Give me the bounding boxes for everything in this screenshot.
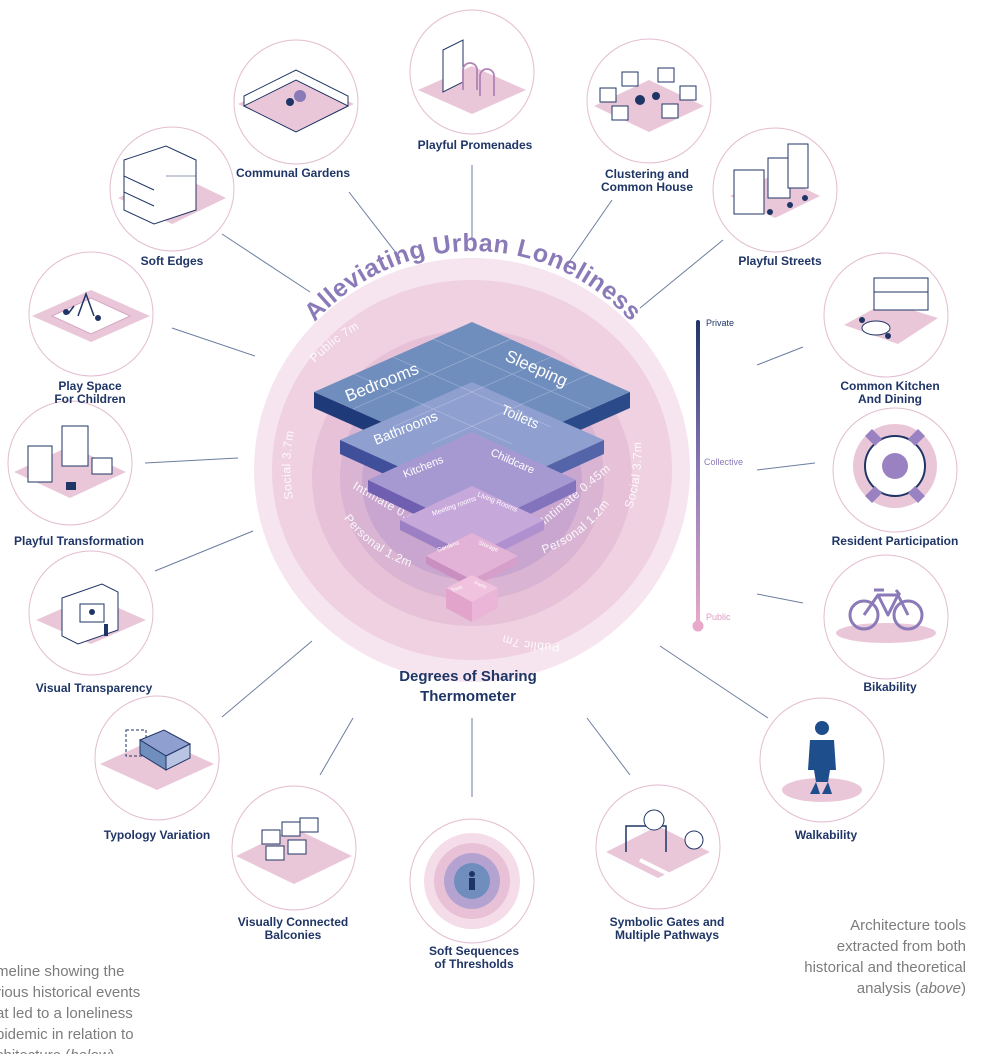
connector-lines [144, 165, 816, 797]
cluster-houses-icon [594, 67, 704, 132]
threshold-rings-icon [424, 833, 520, 929]
tool-label: Bikability [863, 680, 917, 694]
tool-label: Typology Variation [104, 828, 210, 842]
window-icon [36, 583, 146, 645]
tool-walkability[interactable]: Walkability [759, 697, 885, 842]
caption-architecture-tools: Architecture tools extracted from both h… [804, 917, 966, 997]
room-parks: Parks [473, 580, 488, 591]
building-edge-icon [118, 145, 226, 225]
tool-resident-participation[interactable]: Resident Participation [832, 407, 959, 548]
bicycle-icon [836, 588, 936, 643]
tool-soft-edges[interactable]: Soft Edges [109, 126, 235, 268]
kitchen-dining-icon [844, 277, 938, 344]
caption-timeline: meline showing the rious historical even… [0, 963, 141, 1054]
playground-icon [32, 290, 150, 342]
tool-typology-variation[interactable]: Typology Variation [94, 695, 220, 842]
thermometer-private-label: Private [706, 318, 734, 328]
room-tools: Tools [451, 584, 464, 594]
tool-communal-gardens[interactable]: Communal Gardens [233, 39, 359, 180]
sharing-thermometer: Private Collective Public [692, 318, 743, 632]
garden-courtyard-icon [238, 69, 354, 133]
typology-blocks-icon [100, 729, 214, 790]
tool-playful-streets[interactable]: Playful Streets [712, 127, 838, 268]
street-blocks-icon [730, 143, 820, 218]
tool-label: Walkability [795, 828, 858, 842]
tool-label: Resident Participation [832, 534, 959, 548]
center-title-line1: Degrees of Sharing [399, 668, 537, 685]
thermometer-collective-label: Collective [704, 457, 743, 467]
sharing-pyramid [314, 322, 630, 622]
gate-pathways-icon [606, 809, 710, 880]
balconies-icon [236, 817, 352, 884]
handshake-icon [853, 424, 937, 508]
tool-label: Playful Transformation [14, 534, 144, 548]
thermometer-public-label: Public [706, 612, 731, 622]
tool-bikability[interactable]: Bikability [823, 554, 949, 694]
promenade-icon [418, 39, 526, 114]
center-title-line2: Thermometer [420, 688, 516, 705]
ring-label-social-left: Social 3.7m [279, 429, 297, 500]
tool-playful-promenades[interactable]: Playful Promenades [409, 9, 535, 152]
tool-label: Visual Transparency [36, 681, 153, 695]
tool-label: Soft Edges [141, 254, 204, 268]
tool-visual-transparency[interactable]: Visual Transparency [28, 550, 154, 695]
tool-label: Playful Promenades [418, 138, 533, 152]
tool-label: Communal Gardens [236, 166, 350, 180]
transformation-icon [14, 425, 126, 498]
tool-playful-transformation[interactable]: Playful Transformation [7, 400, 144, 548]
tool-label: Playful Streets [738, 254, 822, 268]
pedestrian-icon [782, 721, 862, 802]
